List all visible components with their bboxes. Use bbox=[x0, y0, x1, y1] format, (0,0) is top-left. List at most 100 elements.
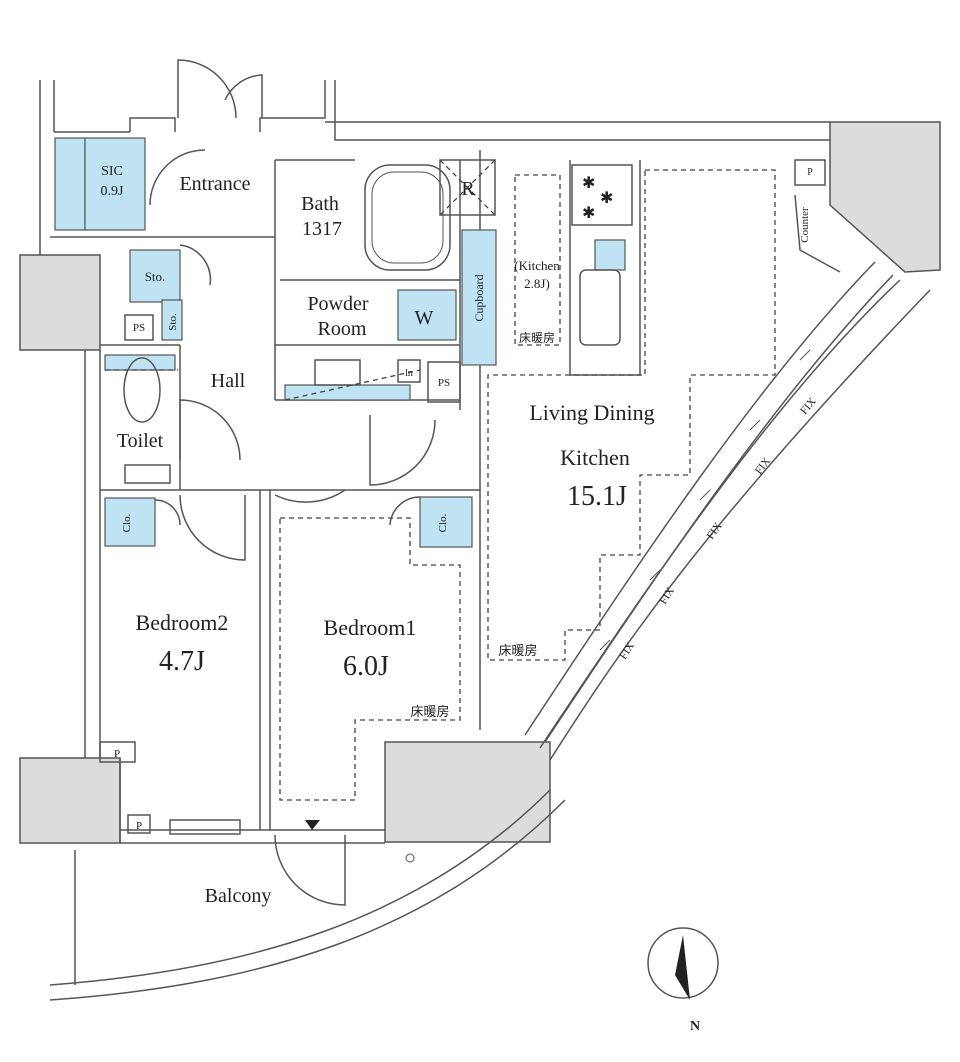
kitchen-label: (Kitchen bbox=[514, 258, 560, 273]
bedroom2-size: 4.7J bbox=[159, 646, 205, 677]
wall-left bbox=[84, 350, 121, 843]
p-box-balcony bbox=[127, 814, 151, 834]
sto-label: Sto. bbox=[145, 269, 166, 284]
fridge-label: R bbox=[461, 178, 475, 200]
burner-icon: ✱ bbox=[600, 190, 613, 207]
ldk-size: 15.1J bbox=[567, 481, 627, 512]
clo-label-bedroom1: Clo. bbox=[437, 513, 449, 532]
p-box-top bbox=[794, 159, 826, 186]
fix-label-4: FIX bbox=[753, 455, 773, 476]
clo1-door[interactable] bbox=[389, 496, 421, 526]
burner-icon: ✱ bbox=[582, 205, 595, 222]
compass-ring-icon bbox=[647, 927, 719, 999]
vanity-counter bbox=[284, 384, 411, 401]
clo-label-bedroom2: Clo. bbox=[121, 513, 133, 532]
bathtub bbox=[364, 164, 451, 271]
sic-closet bbox=[84, 137, 146, 231]
p-label-top: P bbox=[807, 167, 813, 178]
window-mullions bbox=[599, 349, 811, 651]
clo2-door[interactable] bbox=[154, 499, 181, 526]
drain-icon bbox=[405, 853, 415, 863]
wall-top bbox=[39, 80, 830, 255]
powder-label-1: Powder bbox=[307, 293, 368, 315]
ldk-label-2: Kitchen bbox=[560, 445, 630, 470]
sto-small bbox=[161, 299, 183, 341]
balcony-window bbox=[169, 819, 241, 835]
sto-closet bbox=[129, 249, 181, 303]
washer-space bbox=[397, 289, 457, 341]
facade-outer bbox=[549, 289, 931, 761]
window-line-inner bbox=[524, 261, 876, 736]
hall-door[interactable] bbox=[369, 415, 436, 486]
toilet-door[interactable] bbox=[179, 399, 241, 461]
bath-label: Bath bbox=[301, 193, 339, 215]
basin bbox=[314, 359, 361, 386]
compass: N bbox=[647, 927, 719, 1034]
toilet-label: Toilet bbox=[117, 430, 164, 452]
fridge-space bbox=[439, 159, 496, 216]
heating-kitchen bbox=[514, 174, 561, 346]
powder-label-2: Room bbox=[318, 318, 367, 340]
entrance-door[interactable] bbox=[177, 59, 237, 119]
powder-walls bbox=[275, 160, 461, 410]
column-left-lower bbox=[19, 757, 121, 844]
bedroom2-label: Bedroom2 bbox=[136, 610, 229, 635]
linen-label: ln bbox=[405, 368, 413, 379]
ps-box-hall bbox=[124, 314, 154, 341]
cupboard-label: Cupboard bbox=[472, 274, 486, 321]
clo-bedroom2 bbox=[104, 497, 156, 547]
kitchen-size: 2.8J) bbox=[524, 276, 550, 291]
small-labels: Sto. Sto. PS PS P P P R W ln Cupboard Co… bbox=[114, 167, 819, 832]
ps-box-powder bbox=[427, 361, 461, 403]
counter-label: Counter bbox=[799, 207, 811, 243]
ps-label-powder: PS bbox=[438, 377, 450, 389]
entrance-door-leaf[interactable] bbox=[224, 74, 263, 118]
column-left-upper bbox=[19, 254, 101, 351]
hall-label: Hall bbox=[211, 370, 246, 392]
bath-size: 1317 bbox=[302, 218, 342, 240]
bedroom1-door[interactable] bbox=[274, 489, 346, 503]
p-label-balcony: P bbox=[136, 820, 142, 832]
fix-label-1: FIX bbox=[617, 640, 637, 661]
curved-facade bbox=[49, 261, 931, 1001]
p-label-bedroom2: P bbox=[114, 748, 120, 760]
column-bottom-center bbox=[384, 741, 551, 843]
ldk-label-1: Living Dining bbox=[529, 400, 654, 425]
fridge-cross bbox=[439, 159, 496, 216]
storage-blocks bbox=[54, 137, 626, 548]
sto-door[interactable] bbox=[179, 244, 212, 286]
bath-wall bbox=[274, 159, 355, 400]
kitchen-shelf bbox=[594, 239, 626, 271]
bedroom1-label: Bedroom1 bbox=[324, 615, 417, 640]
heating-label-kitchen: 床暖房 bbox=[519, 330, 555, 345]
sic-door[interactable] bbox=[149, 149, 206, 206]
entry-marker-icon bbox=[305, 820, 320, 830]
floor-heating bbox=[105, 169, 776, 801]
sto-small-label: Sto. bbox=[167, 313, 179, 331]
counter-outline bbox=[794, 194, 841, 273]
burner-icon: ✱ bbox=[582, 175, 595, 192]
room-labels: SIC 0.9J Entrance Bath 1317 (Kitchen 2.8… bbox=[101, 164, 655, 907]
balcony-rail-2 bbox=[49, 799, 566, 1001]
toilet-tank bbox=[124, 464, 171, 484]
kitchen-sink bbox=[579, 269, 621, 346]
compass-needle-icon bbox=[675, 935, 690, 1000]
balcony-door[interactable] bbox=[274, 834, 346, 906]
bedroom1-size: 6.0J bbox=[343, 651, 389, 682]
heating-label-bedroom1: 床暖房 bbox=[410, 704, 449, 719]
linen-box bbox=[397, 359, 421, 383]
window-line-outer2 bbox=[539, 279, 901, 749]
fix-label-2: FIX bbox=[657, 585, 677, 606]
washer-label: W bbox=[415, 307, 434, 329]
wall-bottom bbox=[120, 829, 385, 844]
bathtub-inner bbox=[371, 171, 444, 264]
sic-size: 0.9J bbox=[101, 184, 125, 199]
heating-ldk bbox=[487, 169, 776, 661]
bedroom2-door[interactable] bbox=[179, 494, 246, 561]
sic-label: SIC bbox=[101, 164, 123, 179]
heating-label-ldk: 床暖房 bbox=[498, 643, 537, 658]
clo-bedroom1 bbox=[419, 496, 473, 548]
ps-label-hall: PS bbox=[133, 322, 145, 334]
toilet-shelf bbox=[104, 354, 176, 371]
